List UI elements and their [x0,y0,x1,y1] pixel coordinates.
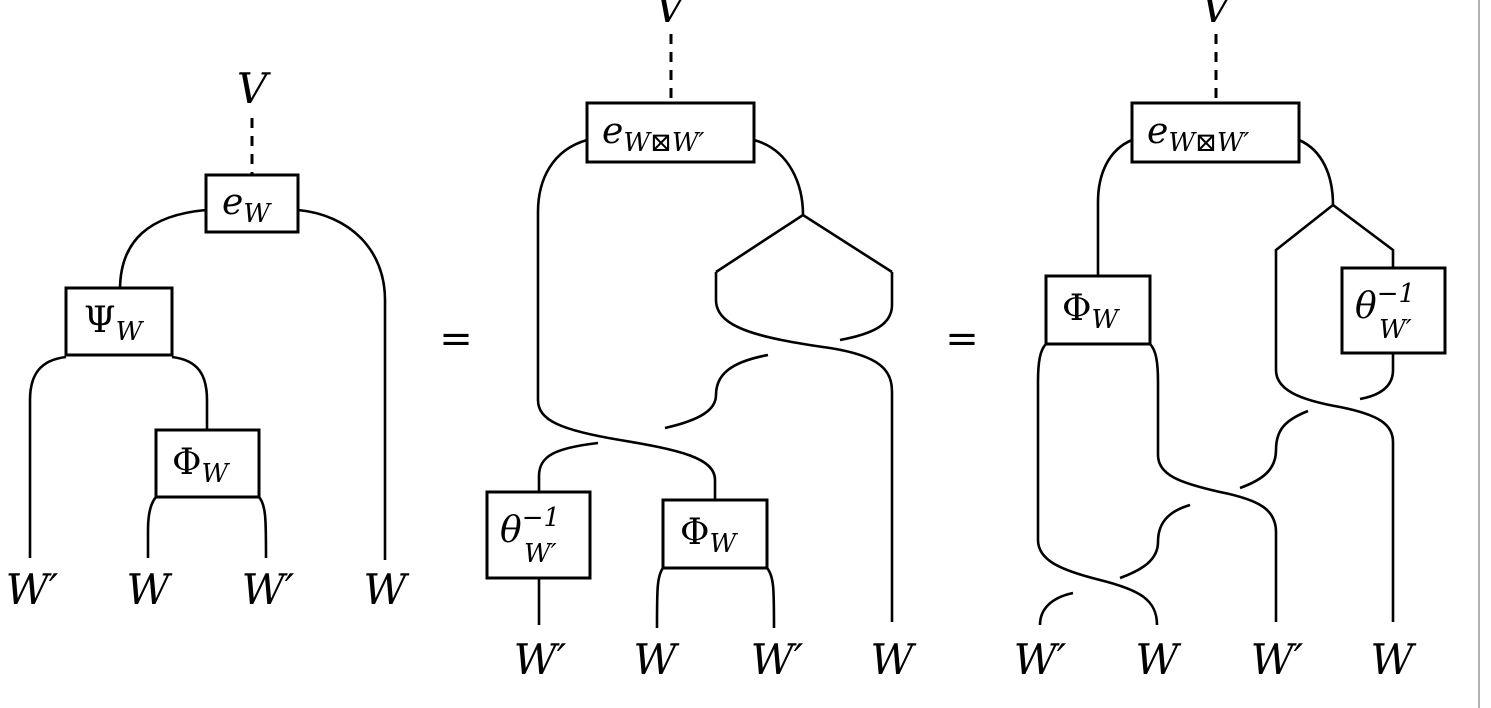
split-vertex [1274,203,1395,370]
phi-w-box [661,498,769,570]
bottom-label: W [1135,635,1182,684]
theta-inverse-box [1340,266,1447,355]
bottom-label: W [633,635,680,684]
theta-inverse-label: θ−1 [500,503,560,551]
e-box-label: eW⊠W′ [602,111,705,158]
strand [1274,369,1395,622]
bottom-label: W′ [242,565,295,614]
split-vertex [715,213,893,274]
bottom-label: W [126,565,173,614]
e-w-label: eW [222,182,272,229]
strand [1038,591,1074,626]
bottom-label: W′ [514,635,567,684]
bottom-label: W [1370,635,1417,684]
diagram-3: V eW⊠W′ ΦW θ−1 W′ W′ W W′ W [1014,0,1447,684]
bottom-label: W′ [6,565,59,614]
theta-inverse-box [485,490,592,580]
theta-inverse-label: θ−1 [1355,279,1415,327]
strand [1096,138,1133,276]
top-label-v: V [655,0,689,32]
strand [765,567,776,629]
strand [257,496,268,559]
strand [28,355,67,558]
top-label-v: V [237,64,271,113]
top-label-v: V [1201,0,1235,32]
strand [839,272,894,342]
phi-w-box [1044,274,1152,346]
e-w-boxtimes-w-prime-box [1130,101,1301,164]
phi-w-label: ΦW [172,442,231,489]
strand [1298,138,1335,206]
strand [146,496,158,558]
strand [118,208,207,291]
strand [171,355,209,430]
e-box-label: eW⊠W′ [1147,111,1250,158]
strand [1119,503,1191,580]
phi-w-box [154,428,261,499]
diagram-1: V eW ΨW ΦW W′ W W′ W [6,64,411,614]
diagram-2: V eW⊠W′ θ−1 W′ ΦW W′ W W′ W [485,0,917,684]
strand [714,272,894,622]
theta-subscript: W′ [1379,315,1412,345]
bottom-label: W′ [1014,635,1067,684]
bottom-label: W′ [1251,635,1304,684]
strand [1239,409,1309,490]
equals-sign: = [945,316,979,362]
strand [664,353,769,430]
phi-w-label: ΦW [1062,288,1121,335]
strand [1149,343,1278,622]
bottom-label: W [363,565,410,614]
strand [1359,353,1395,401]
strand [1036,343,1159,626]
psi-w-box [64,286,174,357]
phi-w-label: ΦW [680,512,739,559]
strand [753,138,805,216]
strand [536,138,717,500]
e-w-boxtimes-w-prime-box [585,101,756,164]
equals-sign: = [439,316,473,362]
strand [297,208,387,560]
strand [655,567,665,629]
strand [537,441,599,492]
e-w-box [204,173,300,234]
bottom-label: W [870,635,917,684]
theta-subscript: W′ [524,539,557,569]
psi-w-label: ΨW [84,300,145,347]
bottom-label: W′ [751,635,804,684]
